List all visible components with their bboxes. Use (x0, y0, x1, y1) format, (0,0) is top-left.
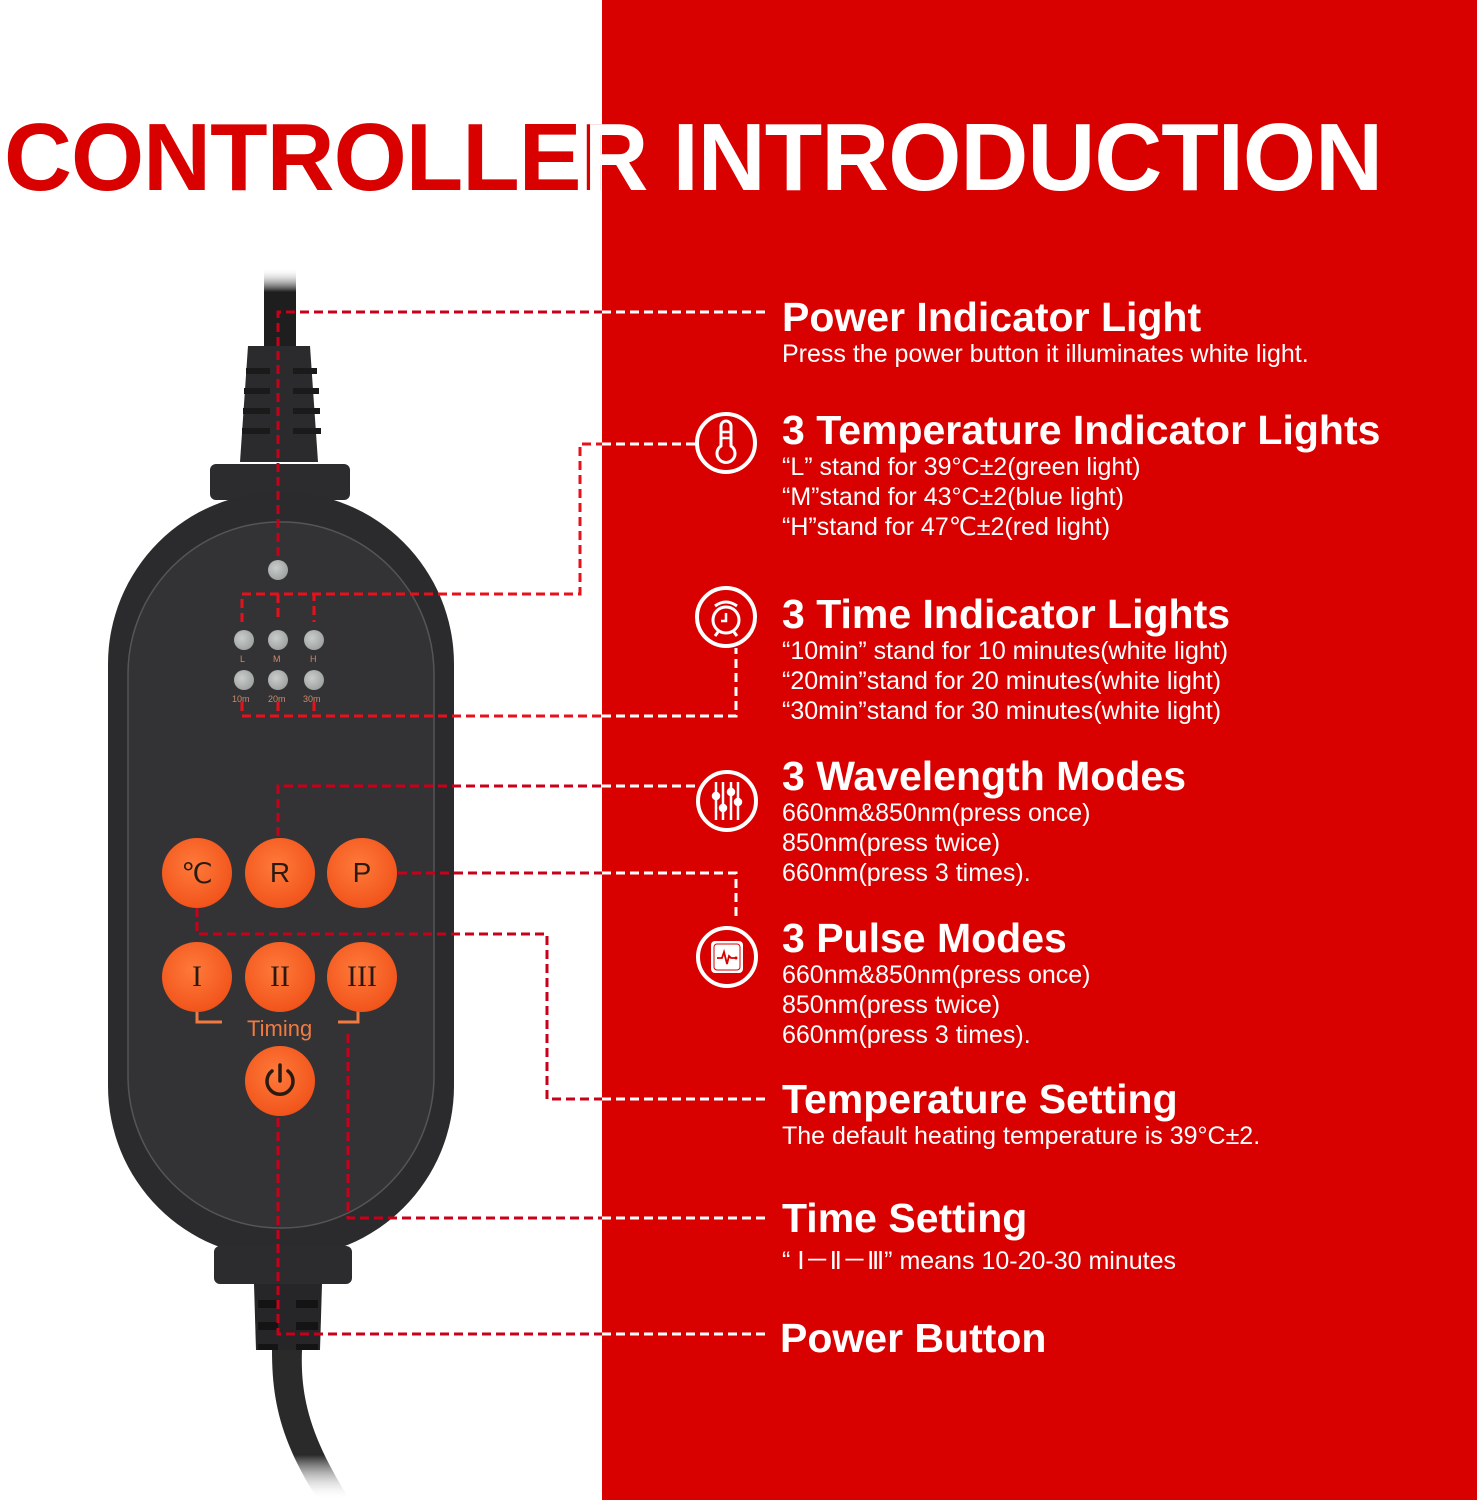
feature-desc: “20min”stand for 20 minutes(white light) (782, 667, 1222, 695)
red-background-panel (602, 0, 1477, 1500)
feature-title: 3 Time Indicator Lights (782, 591, 1231, 637)
power-icon (265, 1063, 295, 1096)
feature-title: Time Setting (782, 1195, 1028, 1241)
feature-title: 3 Pulse Modes (782, 915, 1067, 961)
timer-2-button[interactable]: II (245, 942, 315, 1012)
led-temp-medium (268, 630, 288, 650)
feature-power-button: Power Button (780, 1316, 1046, 1360)
power-indicator-led (268, 560, 288, 580)
page-title-white-part: CONTROLLER INTRODUCTION (4, 104, 1383, 211)
pulse-p-button[interactable]: P (327, 838, 397, 908)
feature-desc: “30min”stand for 30 minutes(white light) (782, 697, 1222, 725)
feature-title: 3 Wavelength Modes (782, 753, 1186, 799)
feature-title: Power Indicator Light (782, 294, 1202, 340)
feature-desc: 660nm&850nm(press once) (782, 961, 1091, 989)
led-time-10 (234, 670, 254, 690)
feature-desc: The default heating temperature is 39°C±… (782, 1122, 1261, 1150)
feature-desc: “M”stand for 43°C±2(blue light) (782, 483, 1124, 511)
collar-bottom (214, 1246, 352, 1284)
feature-power-indicator-light: Power Indicator Light Press the power bu… (782, 295, 1309, 369)
feature-desc: 850nm(press twice) (782, 829, 1001, 857)
led-label-h: H (310, 654, 317, 664)
wavelength-r-button[interactable]: R (245, 838, 315, 908)
feature-desc: 660nm&850nm(press once) (782, 799, 1091, 827)
feature-desc: 660nm(press 3 times). (782, 1021, 1031, 1049)
feature-pulse-modes: 3 Pulse Modes 660nm&850nm(press once) 85… (782, 916, 1091, 1050)
feature-desc: 660nm(press 3 times). (782, 859, 1031, 887)
page-title: CONTROLLER INTRODUCTION CONTROLLER INTRO… (0, 108, 1477, 208)
cable-top (264, 268, 296, 348)
led-label-m: M (273, 654, 281, 664)
feature-desc: “L” stand for 39°C±2(green light) (782, 453, 1141, 481)
feature-desc: Press the power button it illuminates wh… (782, 340, 1309, 368)
feature-desc: “10min” stand for 10 minutes(white light… (782, 637, 1229, 665)
alarm-clock-icon (695, 586, 757, 648)
feature-time-setting: Time Setting “ Ⅰ－Ⅱ－Ⅲ” means 10-20-30 min… (782, 1196, 1176, 1276)
timing-label: Timing (247, 1016, 313, 1041)
led-label-10m: 10m (232, 694, 250, 704)
feature-title: Temperature Setting (782, 1076, 1178, 1122)
feature-title: 3 Temperature Indicator Lights (782, 407, 1381, 453)
feature-wavelength-modes: 3 Wavelength Modes 660nm&850nm(press onc… (782, 754, 1186, 888)
feature-temperature-setting: Temperature Setting The default heating … (782, 1077, 1260, 1151)
led-label-30m: 30m (303, 694, 321, 704)
strain-relief-top (240, 346, 318, 462)
timer-3-button[interactable]: III (327, 942, 397, 1012)
pulse-icon (696, 926, 758, 988)
power-button[interactable] (245, 1046, 315, 1116)
led-temp-low (234, 630, 254, 650)
feature-time-indicator-lights: 3 Time Indicator Lights “10min” stand fo… (782, 592, 1230, 726)
feature-desc: “H”stand for 47℃±2(red light) (782, 513, 1111, 541)
feature-desc: 850nm(press twice) (782, 991, 1001, 1019)
led-time-20 (268, 670, 288, 690)
sliders-icon (696, 770, 758, 832)
page-title-red-part: CONTROLLER INTRODUCTION (4, 104, 1383, 211)
thermometer-icon (695, 412, 757, 474)
feature-temperature-indicator-lights: 3 Temperature Indicator Lights “L” stand… (782, 408, 1380, 542)
temperature-button[interactable]: ℃ (162, 838, 232, 908)
feature-desc: “ Ⅰ－Ⅱ－Ⅲ” means 10-20-30 minutes (782, 1247, 1176, 1275)
cable-bottom (272, 1350, 350, 1500)
strain-relief-bottom (254, 1284, 322, 1350)
led-temp-high (304, 630, 324, 650)
feature-title: Power Button (780, 1315, 1047, 1361)
led-time-30 (304, 670, 324, 690)
led-label-20m: 20m (268, 694, 286, 704)
timer-1-button[interactable]: I (162, 942, 232, 1012)
led-label-l: L (240, 654, 246, 664)
